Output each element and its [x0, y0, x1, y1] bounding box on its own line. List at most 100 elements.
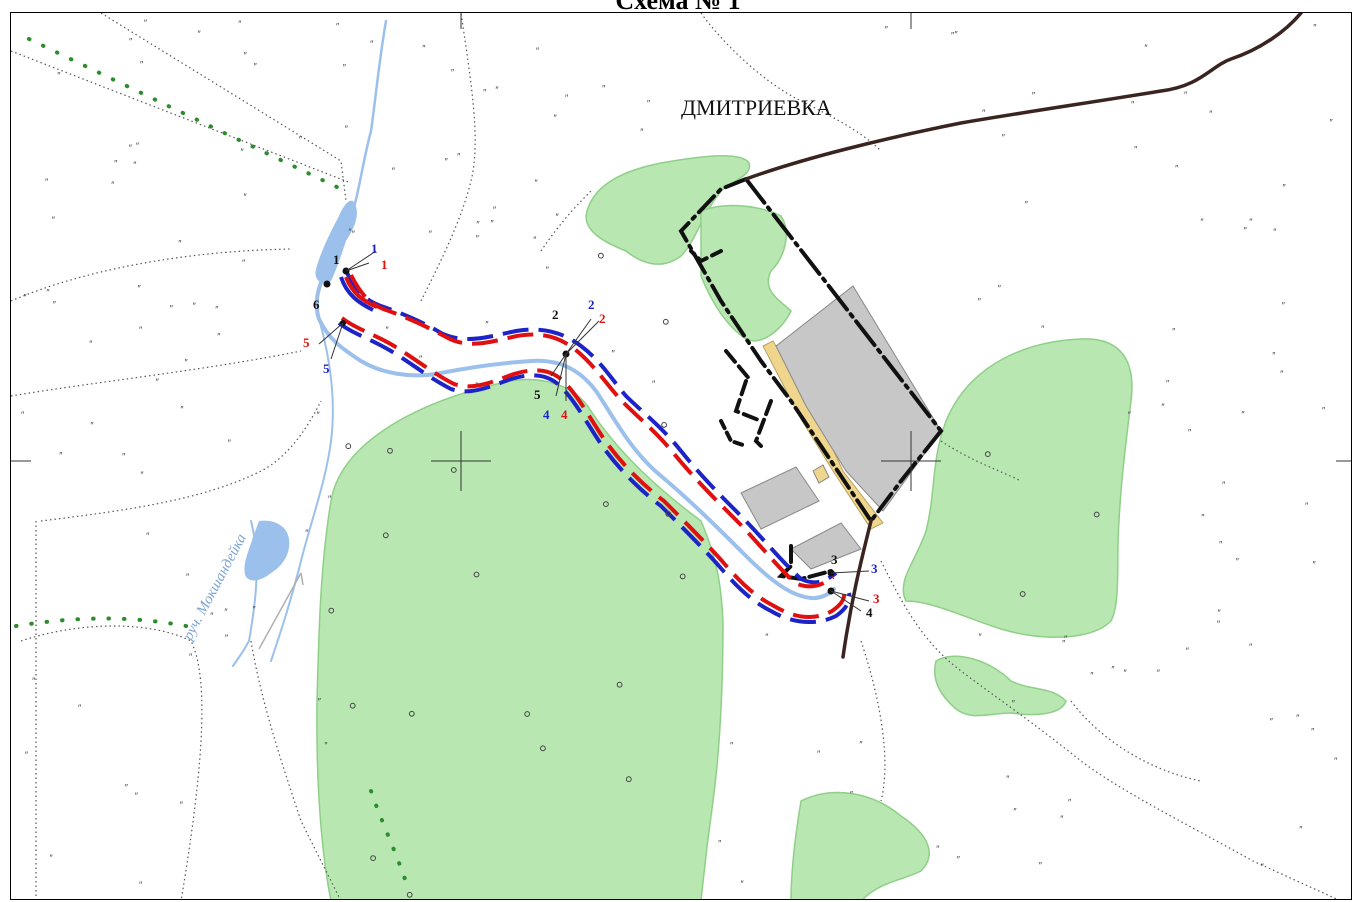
meadow-symbol: ″ [1249, 217, 1253, 227]
meadow-symbol: ″ [386, 325, 390, 335]
meadow-symbol: ″ [1313, 23, 1317, 33]
forest-bottom-right [790, 791, 930, 899]
meadow-symbol: ″ [1039, 860, 1043, 870]
marker-black-6: 6 [313, 297, 320, 312]
meadow-symbol: ″ [451, 67, 455, 77]
meadow-symbol: ″ [253, 604, 257, 614]
meadow-symbol: ″ [491, 218, 495, 228]
meadow-symbol: ″ [21, 410, 25, 420]
meadow-symbol: ″ [244, 51, 248, 61]
meadow-symbol: ″ [224, 607, 228, 617]
meadow-symbol: ″ [1002, 133, 1006, 143]
meadow-symbol: ″ [1025, 200, 1029, 210]
inner-zone-south [340, 316, 847, 619]
meadow-symbol: ″ [476, 234, 480, 244]
meadow-symbol: ″ [125, 783, 129, 793]
flow-arrow-head [294, 572, 304, 586]
meadow-symbol: ″ [198, 29, 202, 39]
meadow-symbol: ″ [193, 301, 197, 311]
meadow-symbol: ″ [1219, 539, 1223, 549]
meadow-symbol: ″ [46, 288, 50, 298]
meadow-symbol: ″ [1305, 501, 1309, 511]
forest-east [902, 338, 1133, 638]
meadow-symbol: ″ [1322, 406, 1326, 416]
marker-red-3: 3 [873, 591, 880, 606]
forest-symbol [328, 607, 335, 614]
meadow-symbol: ″ [156, 377, 160, 387]
meadow-symbol: ″ [180, 405, 184, 415]
meadow-symbol: ″ [1249, 642, 1253, 652]
green-dotted-line [14, 37, 411, 893]
meadow-symbol: ″ [53, 300, 57, 310]
forest-symbol [625, 776, 632, 783]
meadow-symbol: ″ [210, 611, 214, 621]
meadow-symbol: ″ [730, 741, 734, 751]
meadow-symbol: ″ [111, 180, 115, 190]
forest-symbol [382, 532, 389, 539]
building-small-3 [812, 464, 830, 484]
meadow-symbol: ″ [23, 293, 27, 303]
meadow-symbol: ″ [602, 84, 606, 94]
grid-crosses [11, 13, 1351, 491]
meadow-symbol: ″ [556, 212, 560, 222]
forest-symbol [1019, 591, 1026, 597]
meadow-symbol: ″ [1012, 699, 1016, 709]
meadow-symbol: ″ [254, 62, 258, 72]
meadow-marks: ″ ″ ″ ″ ″ ″ ″ ″ ″ ″ ″ ″ ″ ″ ″ ″ ″ ″ ″ ″ ″ ″ ″ ″ ″ ″ ″ ″ ″ ″ ″ ″ ″ ″ ″ ″ ″ ″ ″ ″… [21, 18, 1338, 890]
marker-blue-2: 2 [588, 297, 595, 312]
meadow-symbol: ″ [936, 844, 940, 854]
meadow-symbol: ″ [979, 632, 983, 642]
protection-zones [337, 270, 852, 624]
meadow-symbol: ″ [1282, 301, 1286, 311]
meadow-symbol: ″ [475, 381, 479, 391]
meadow-symbol: ″ [1273, 227, 1277, 237]
meadow-symbol: ″ [647, 99, 651, 109]
meadow-symbol: ″ [535, 178, 539, 188]
meadow-symbol: ″ [138, 284, 142, 294]
meadow-symbol: ″ [1124, 668, 1128, 678]
forest-symbol [540, 745, 546, 752]
meadow-symbol: ″ [419, 354, 423, 364]
meadow-symbol: ″ [1131, 100, 1135, 110]
meadow-symbol: ″ [32, 676, 36, 686]
forest-symbol [598, 252, 604, 259]
marker-blue-3: 3 [871, 561, 878, 576]
meadow-symbol: ″ [1068, 798, 1072, 808]
meadow-symbol: ″ [189, 652, 193, 662]
meadow-symbol: ″ [238, 19, 242, 29]
meadow-symbol: ″ [392, 166, 396, 176]
meadow-symbol: ″ [612, 349, 616, 359]
meadow-symbol: ″ [90, 421, 94, 431]
forest-large-south [316, 378, 724, 899]
meadow-symbol: ″ [1161, 402, 1165, 412]
meadow-symbol: ″ [129, 36, 133, 46]
meadow-symbol: ″ [318, 697, 322, 707]
meadow-symbol: ″ [343, 62, 347, 72]
meadow-symbol: ″ [186, 572, 190, 582]
meadow-symbol: ″ [1060, 814, 1064, 824]
meadow-symbol: ″ [1313, 560, 1317, 570]
map-frame: руч. Мокшандейка ″″″″″″ [10, 12, 1352, 900]
meadow-symbol: ″ [180, 800, 184, 810]
marker-red-2: 2 [599, 311, 606, 326]
meadow-symbol: ″ [982, 108, 986, 118]
meadow-symbol: ″ [135, 791, 139, 801]
marker-blue-4: 4 [543, 407, 550, 422]
meadow-symbol: ″ [1128, 410, 1132, 420]
forest-symbol [450, 467, 457, 473]
meadow-symbol: ″ [1111, 665, 1115, 675]
map-title: Схема № 1 [615, 0, 741, 15]
marker-leader-lines [318, 250, 870, 612]
meadow-symbol: ″ [495, 85, 499, 95]
inner-zone-north [349, 274, 835, 589]
meadow-symbol: ″ [299, 135, 303, 145]
meadow-symbol: ″ [1041, 324, 1045, 334]
meadow-symbol: ″ [129, 143, 133, 153]
forest-areas [316, 155, 1133, 899]
forest-symbol [661, 422, 667, 428]
meadow-symbol: ″ [1032, 91, 1036, 101]
inner-offset-north-red [344, 276, 378, 309]
meadow-symbol: ″ [345, 124, 349, 134]
forest-symbol [1093, 511, 1100, 518]
meadow-symbol: ″ [476, 220, 480, 230]
